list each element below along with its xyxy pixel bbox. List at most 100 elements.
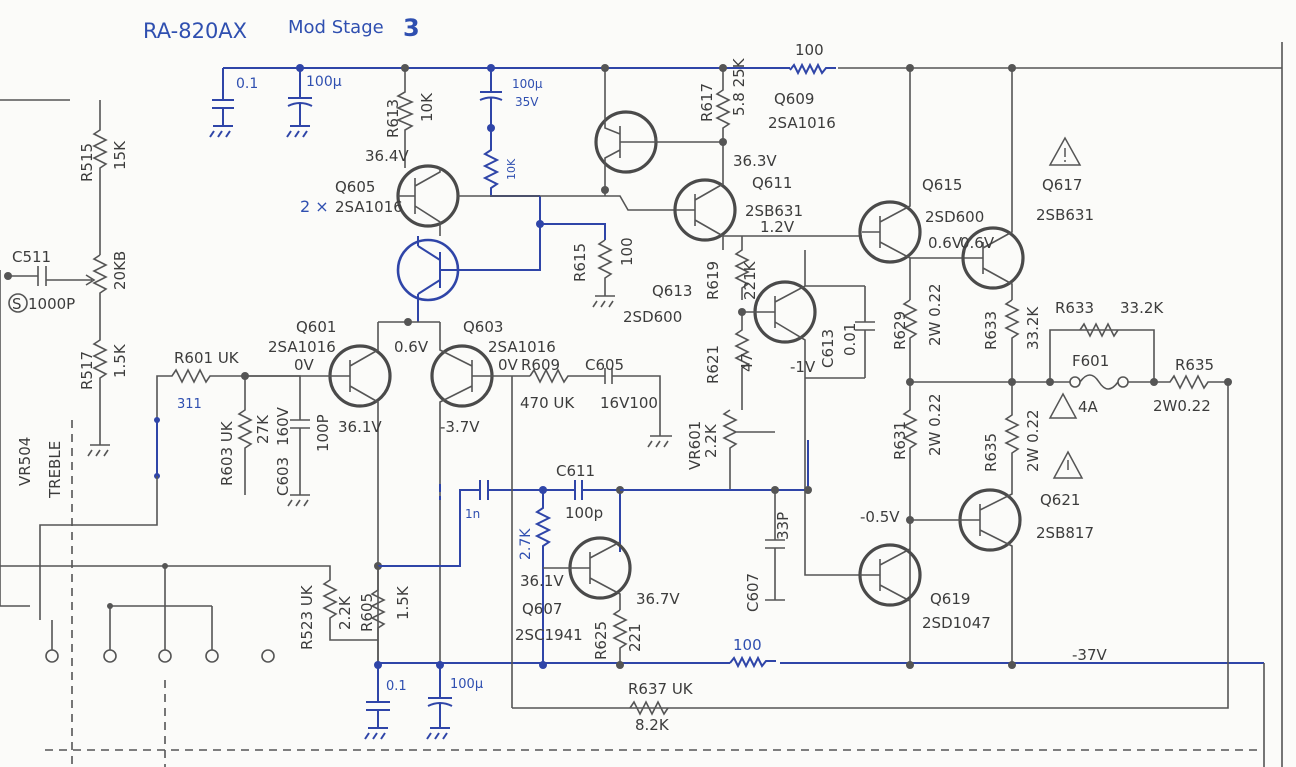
svg-text:2SC1941: 2SC1941 [515, 626, 583, 644]
svg-text:R605: R605 [358, 593, 376, 632]
resistor-10k-blue: 10K [482, 128, 540, 197]
svg-text:15K: 15K [111, 140, 129, 170]
svg-text:2SD1047: 2SD1047 [922, 614, 991, 632]
voltage-label: 0.6V [928, 234, 963, 252]
svg-text:1.5K: 1.5K [394, 585, 412, 620]
svg-text:16V100: 16V100 [600, 394, 658, 412]
resistor-2.7k: 2.7K [518, 490, 552, 665]
svg-text:Q605: Q605 [335, 178, 375, 196]
cap-1n: 1n [439, 480, 543, 521]
stage-number: 3 [403, 14, 420, 42]
svg-text:470 UK: 470 UK [520, 394, 575, 412]
resistor-r621: R625 221 [592, 609, 644, 665]
svg-text:100p: 100p [565, 504, 603, 522]
svg-text:2SB631: 2SB631 [745, 202, 803, 220]
svg-text:Q615: Q615 [922, 176, 962, 194]
svg-text:C605: C605 [585, 356, 624, 374]
svg-text:R635: R635 [1175, 356, 1214, 374]
cap-c607: C607 33P [744, 490, 792, 612]
resistor-r605: R605 1.5K [358, 566, 412, 665]
voltage-label: -1V [790, 358, 816, 376]
cap-bottom-0.1: 0.1 [364, 665, 407, 740]
svg-text:R523 UK: R523 UK [298, 584, 316, 650]
transistor-q617: Q619 2SD1047 [858, 543, 991, 632]
svg-text:1.5K: 1.5K [111, 343, 129, 378]
voltage-label: 1.2V [760, 218, 795, 236]
resistor-r517: R517 1.5K [78, 325, 129, 457]
resistor-r607: R613 10K [384, 68, 436, 168]
svg-text:R617: R617 [698, 83, 716, 122]
svg-text:Q607: Q607 [522, 600, 562, 618]
svg-text:100: 100 [618, 237, 636, 266]
svg-text:2SD600: 2SD600 [623, 308, 682, 326]
resistor-r603: R603 UK 27K [218, 376, 272, 495]
svg-text:8.2K: 8.2K [635, 716, 670, 734]
cap-label: 0.1 [236, 76, 258, 92]
resistor-r627: R631 2W 0.22 [891, 382, 944, 665]
svg-text:4A: 4A [1078, 398, 1099, 416]
resistor-r631: R635 2W 0.22 [982, 382, 1042, 472]
svg-text:R515: R515 [78, 143, 96, 182]
svg-text:R601 UK: R601 UK [174, 349, 240, 367]
svg-text:160V: 160V [274, 406, 292, 446]
svg-text:1n: 1n [465, 507, 480, 521]
cap-c603: C603 160V 100P [245, 375, 332, 507]
svg-text:0.01: 0.01 [841, 323, 859, 356]
cap-label: 35V [515, 95, 539, 109]
svg-text:2W0.22: 2W0.22 [1153, 397, 1211, 415]
transistor-q611: Q611 2SB631 [673, 168, 803, 250]
transistor-q613: Q613 2SD600 [623, 250, 865, 379]
subtitle-text: Mod Stage [288, 17, 384, 38]
cap-c613: C613 0.01 [819, 286, 875, 378]
svg-text:Q611: Q611 [752, 174, 792, 192]
voltage-label: -0.5V [860, 508, 900, 526]
svg-text:R517: R517 [78, 351, 96, 390]
svg-text:2SD600: 2SD600 [925, 208, 984, 226]
transistor-q603: Q603 2SA1016 [430, 318, 556, 665]
cap-label: 100µ [306, 74, 342, 90]
svg-text:R637 UK: R637 UK [628, 680, 694, 698]
svg-text:R609: R609 [521, 356, 560, 374]
svg-text:221K: 221K [741, 260, 759, 300]
resistor-r615: R617 5.8 25K [698, 57, 748, 168]
svg-text:33P: 33P [774, 512, 792, 540]
svg-text:100µ: 100µ [450, 677, 483, 692]
transistor-q621: Q621 2SB817 [910, 450, 1094, 665]
resistor-r637: R637 UK 8.2K [511, 376, 694, 734]
resistor-r613: R615 100 [571, 237, 636, 308]
resistor-r629: R633 33.2K [982, 299, 1042, 382]
svg-text:C611: C611 [556, 462, 595, 480]
svg-text:2W 0.22: 2W 0.22 [926, 283, 944, 346]
resistor-r601: R601 UK 311 [156, 349, 245, 420]
voltage-label: 36.7V [636, 590, 680, 608]
svg-text:100: 100 [795, 41, 824, 59]
cap-c511: C511 S 1000P [4, 248, 75, 313]
resistor-r617: R619 221K [704, 236, 759, 300]
svg-text:R603 UK: R603 UK [218, 420, 236, 486]
pot-vr601: VR601 2.2K [686, 409, 775, 490]
svg-text:1000P: 1000P [28, 295, 75, 313]
svg-text:VR601: VR601 [686, 421, 704, 470]
resistor-r515: R515 15K [78, 100, 129, 255]
svg-text:Q613: Q613 [652, 282, 692, 300]
svg-text:2W 0.22: 2W 0.22 [926, 393, 944, 456]
cap-label: 100µ [512, 77, 543, 91]
transistor-q609: Q609 2SA1016 [594, 68, 836, 190]
svg-text:27K: 27K [254, 414, 272, 444]
svg-text:2SA1016: 2SA1016 [268, 338, 336, 356]
svg-text:R635: R635 [982, 433, 1000, 472]
resistor-r633: R633 33.2K [1055, 299, 1164, 338]
cap-bottom-100u: 100µ [426, 665, 483, 740]
pot-20kb: 20KB [62, 251, 129, 325]
svg-text:R633: R633 [1055, 299, 1094, 317]
transistor-q619: Q617 2SB631 [961, 68, 1094, 300]
svg-text:0.1: 0.1 [386, 679, 407, 694]
svg-text:Q609: Q609 [774, 90, 814, 108]
resistor-r523: R523 UK 2.2K [0, 565, 378, 650]
svg-text:R625: R625 [592, 621, 610, 660]
transistor-q601: Q601 2SA1016 [245, 318, 392, 665]
svg-text:10K: 10K [418, 92, 436, 122]
svg-text:2SB817: 2SB817 [1036, 524, 1094, 542]
